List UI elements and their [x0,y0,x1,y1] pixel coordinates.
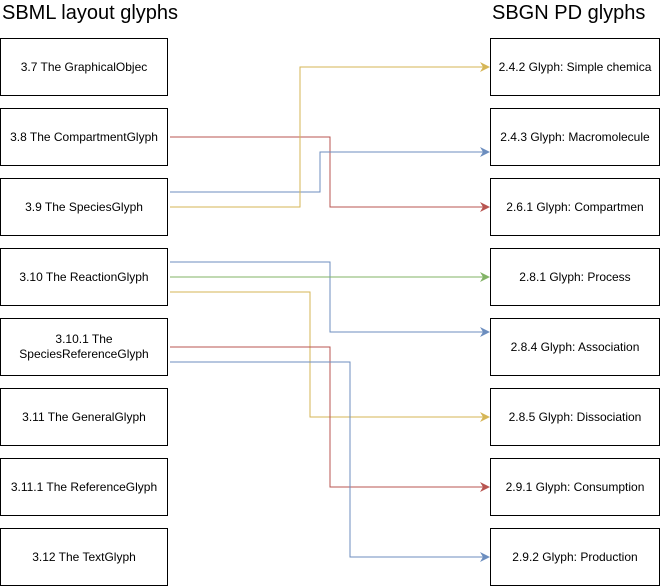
sbml-glyph-box: 3.10.1 The SpeciesReferenceGlyph [0,318,168,376]
sbml-glyph-box: 3.11 The GeneralGlyph [0,388,168,446]
sbgn-glyph-label: 2.8.5 Glyph: Dissociation [508,409,642,424]
sbgn-glyph-box: 2.9.1 Glyph: Consumption [490,458,660,516]
sbml-glyph-box: 3.10 The ReactionGlyph [0,248,168,306]
mapping-edge-red [170,136,490,212]
mapping-edge-yellow [170,291,490,422]
sbgn-glyph-label: 2.4.3 Glyph: Macromolecule [500,129,650,144]
sbgn-glyph-label: 2.4.2 Glyph: Simple chemica [498,59,652,74]
sbml-glyph-box: 3.11.1 The ReferenceGlyph [0,458,168,516]
sbml-glyph-box: 3.12 The TextGlyph [0,528,168,586]
sbgn-glyph-box: 2.4.2 Glyph: Simple chemica [490,38,660,96]
sbgn-glyph-box: 2.8.5 Glyph: Dissociation [490,388,660,446]
sbgn-glyph-box: 2.4.3 Glyph: Macromolecule [490,108,660,166]
sbml-glyph-box: 3.8 The CompartmentGlyph [0,108,168,166]
sbml-glyph-label: 3.8 The CompartmentGlyph [10,129,158,144]
sbgn-glyph-label: 2.9.1 Glyph: Consumption [505,479,645,494]
sbml-glyph-label: 3.12 The TextGlyph [32,549,136,564]
sbml-glyph-label: 3.9 The SpeciesGlyph [25,199,143,214]
sbml-glyph-box: 3.7 The GraphicalObjec [0,38,168,96]
mapping-edge-blue [170,147,490,193]
sbgn-glyph-box: 2.8.1 Glyph: Process [490,248,660,306]
sbgn-glyph-label: 2.9.2 Glyph: Production [512,549,638,564]
sbml-glyph-label: 3.11.1 The ReferenceGlyph [10,479,158,494]
sbgn-glyph-label: 2.6.1 Glyph: Compartmen [506,199,644,214]
sbml-glyph-box: 3.9 The SpeciesGlyph [0,178,168,236]
sbml-layout-heading: SBML layout glyphs [2,2,179,24]
sbgn-glyph-label: 2.8.1 Glyph: Process [519,269,631,284]
mapping-edge-red [170,346,490,492]
sbgn-pd-heading: SBGN PD glyphs [492,2,646,24]
mapping-edge-blue [170,261,490,337]
mapping-edge-yellow [170,62,490,208]
sbgn-glyph-box: 2.8.4 Glyph: Association [490,318,660,376]
sbgn-glyph-label: 2.8.4 Glyph: Association [510,339,640,354]
sbml-glyph-label: 3.11 The GeneralGlyph [22,409,146,424]
sbml-glyph-label: 3.10 The ReactionGlyph [19,269,149,284]
sbgn-glyph-box: 2.9.2 Glyph: Production [490,528,660,586]
mapping-edge-blue [170,361,490,562]
sbml-glyph-label: 3.10.1 The SpeciesReferenceGlyph [19,332,149,361]
sbgn-glyph-box: 2.6.1 Glyph: Compartmen [490,178,660,236]
sbml-glyph-label: 3.7 The GraphicalObjec [20,59,148,74]
